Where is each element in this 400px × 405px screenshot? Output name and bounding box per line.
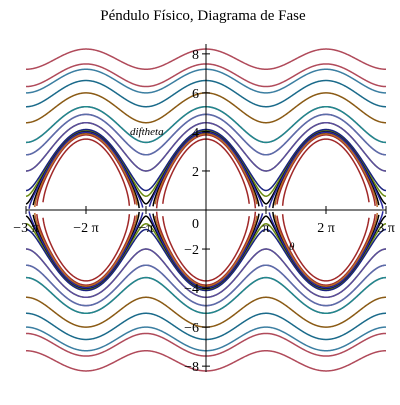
y-tick-label-6: −4 (184, 282, 199, 297)
x-tick-label-0: −3 π (13, 221, 38, 236)
x-tick-label-4: 2 π (317, 221, 335, 236)
x-axis-label: θ (289, 241, 295, 253)
x-tick-label-3: π (262, 221, 269, 236)
y-tick-label-0: 8 (192, 48, 199, 63)
y-tick-label-3: 2 (192, 165, 199, 180)
y-tick-label-2: 4 (192, 126, 199, 141)
y-axis-label: diftheta (130, 126, 164, 138)
chart-title: Péndulo Físico, Diagrama de Fase (100, 8, 306, 24)
y-tick-label-7: −6 (184, 321, 199, 336)
y-tick-label-1: 6 (192, 87, 199, 102)
axes (25, 44, 387, 372)
x-tick-label-5: 3 π (377, 221, 395, 236)
y-tick-label-4: 0 (192, 217, 199, 232)
x-tick-label-2: −π (139, 221, 154, 236)
y-tick-label-8: −8 (184, 360, 199, 375)
y-tick-label-5: −2 (184, 243, 199, 258)
tick-labels: −3 π −2 π −π π 2 π 3 π 8 6 4 2 0 −2 −4 −6 −8 (13, 48, 395, 375)
x-tick-label-1: −2 π (73, 221, 98, 236)
